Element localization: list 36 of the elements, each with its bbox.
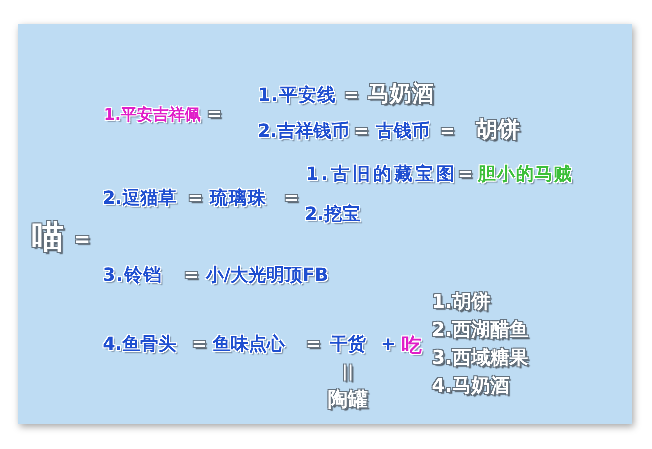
- value-text: 陶罐: [328, 388, 368, 411]
- value-text: 鱼味点心: [213, 335, 285, 356]
- equals-sign: ||: [342, 363, 354, 382]
- item-text: 1.古旧的藏宝图: [306, 165, 458, 186]
- list-item-text: 4.马奶酒: [432, 376, 510, 398]
- value-text: 吃: [402, 334, 422, 357]
- item-text: 2.吉祥钱币: [258, 122, 350, 143]
- equals-sign: =: [184, 266, 200, 287]
- branch-text: 3.铃铛: [103, 266, 162, 287]
- value-text: 干货: [330, 335, 366, 356]
- equals-sign: =: [440, 122, 456, 143]
- list-item-text: 3.西域糖果: [432, 348, 528, 370]
- branch-text: 2.逗猫草: [103, 189, 176, 210]
- equals-sign: =: [284, 189, 300, 210]
- equals-sign: =: [354, 122, 370, 143]
- equals-sign: =: [344, 86, 360, 107]
- branch-text: 4.鱼骨头: [103, 335, 176, 356]
- equals-sign: =: [188, 189, 204, 210]
- equals-sign: =: [458, 165, 474, 186]
- equals-sign: =: [306, 335, 322, 356]
- value-text: 古钱币: [376, 122, 430, 143]
- list-item-text: 1.胡饼: [432, 292, 490, 314]
- value-text: 胡饼: [476, 118, 520, 144]
- heading-text: 喵: [32, 219, 64, 256]
- plus-sign: +: [381, 335, 396, 356]
- equals-sign: =: [74, 228, 91, 251]
- item-text: 2.挖宝: [305, 205, 360, 226]
- equals-sign: =: [192, 335, 208, 356]
- value-text: 胆小的马贼: [478, 165, 573, 186]
- item-text: 1.平安线: [258, 86, 336, 107]
- list-item-text: 2.西湖醋鱼: [432, 320, 528, 342]
- equals-sign: =: [207, 105, 222, 126]
- value-text: 小/大光明顶FB: [206, 266, 329, 287]
- branch-text: 1.平安吉祥佩: [104, 106, 202, 124]
- value-text: 马奶酒: [368, 82, 434, 108]
- value-text: 琉璃珠: [210, 189, 267, 210]
